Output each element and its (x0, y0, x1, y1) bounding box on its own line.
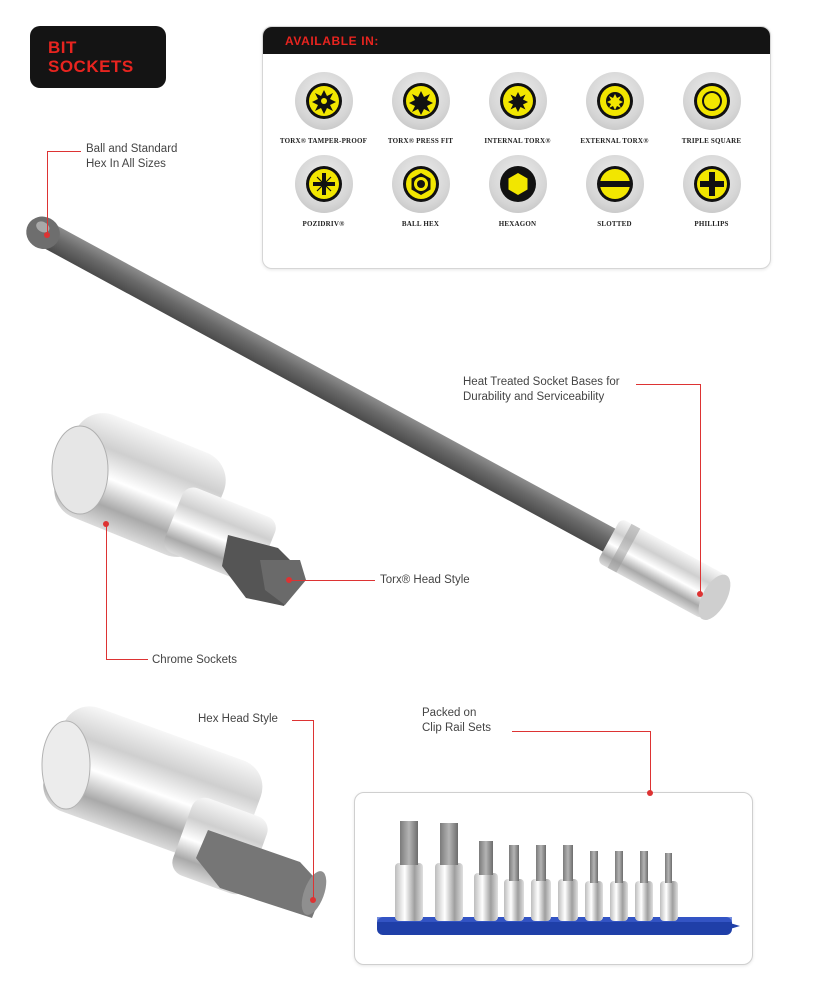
phillips-icon (682, 155, 741, 213)
tip-torx-press-fit: Torx® Press Fit (372, 72, 469, 145)
leader-dot (103, 521, 109, 527)
callout-hex-head: Hex Head Style (198, 712, 278, 727)
torx-socket (51, 413, 306, 606)
tip-label: Hexagon (498, 220, 537, 228)
tip-label: Torx® Tamper-Proof (279, 137, 368, 145)
tip-label: Phillips (694, 220, 729, 228)
tip-label: Triple Square (681, 137, 742, 145)
leader-line (512, 731, 651, 732)
callout-chrome-sockets: Chrome Sockets (152, 653, 237, 668)
bit-sockets-badge: BIT SOCKETS (30, 26, 166, 88)
slotted-icon (585, 155, 644, 213)
tip-triple-square: Triple Square (663, 72, 760, 145)
callout-ball-hex-line2: Hex In All Sizes (86, 158, 166, 170)
leader-line (47, 151, 48, 235)
clip-rail-set-box (354, 792, 753, 965)
leader-line (106, 524, 107, 660)
leader-dot (697, 591, 703, 597)
triple-square-icon (682, 72, 741, 130)
tip-torx-tamper-proof: Torx® Tamper-Proof (275, 72, 372, 145)
leader-line (313, 720, 314, 900)
callout-ball-hex: Ball and Standard Hex In All Sizes (86, 142, 177, 172)
leader-line (292, 720, 314, 721)
callout-packed-line1: Packed on (422, 707, 477, 719)
callout-torx-head-text: Torx® Head Style (380, 574, 470, 586)
tip-pozidriv: Pozidriv® (275, 155, 372, 228)
callout-torx-head: Torx® Head Style (380, 573, 470, 588)
external-torx-icon (585, 72, 644, 130)
leader-line (636, 384, 701, 385)
tip-external-torx: External Torx® (566, 72, 663, 145)
clip-rail-illustration (377, 821, 740, 935)
leader-line (106, 659, 148, 660)
tip-phillips: Phillips (663, 155, 760, 228)
leader-line (290, 580, 375, 581)
badge-line-1: BIT (48, 38, 77, 57)
tip-label: Ball Hex (401, 220, 440, 228)
tip-label: Slotted (597, 220, 632, 228)
callout-heat-line1: Heat Treated Socket Bases for (463, 376, 620, 388)
callout-heat-treated: Heat Treated Socket Bases for Durability… (463, 375, 620, 405)
tip-hexagon: Hexagon (469, 155, 566, 228)
tip-label: Torx® Press Fit (387, 137, 454, 145)
ball-hex-icon (391, 155, 450, 213)
tip-label: Internal Torx® (484, 137, 551, 145)
torx-press-fit-icon (391, 72, 450, 130)
pozidriv-icon (294, 155, 353, 213)
tip-label: Pozidriv® (302, 220, 345, 228)
leader-line (650, 731, 651, 793)
tip-label: External Torx® (580, 137, 649, 145)
callout-ball-hex-line1: Ball and Standard (86, 143, 178, 155)
badge-line-2: SOCKETS (48, 57, 134, 76)
callout-hex-head-text: Hex Head Style (198, 713, 278, 725)
leader-line (47, 151, 81, 152)
leader-dot (647, 790, 653, 796)
tip-slotted: Slotted (566, 155, 663, 228)
callout-chrome-text: Chrome Sockets (152, 654, 238, 666)
hex-socket (41, 706, 327, 918)
tip-ball-hex: Ball Hex (372, 155, 469, 228)
callout-packed-line2: Clip Rail Sets (422, 722, 492, 734)
leader-dot (44, 232, 50, 238)
rail-sockets (395, 821, 678, 921)
available-in-title: AVAILABLE IN: (263, 27, 770, 54)
internal-torx-icon (488, 72, 547, 130)
leader-line (700, 384, 701, 594)
leader-dot (286, 577, 292, 583)
tip-styles-grid: Torx® Tamper-Proof Torx® Press Fit Inter… (263, 54, 770, 228)
leader-dot (310, 897, 316, 903)
hexagon-icon (488, 155, 547, 213)
callout-clip-rail: Packed on Clip Rail Sets (422, 706, 491, 736)
tip-internal-torx: Internal Torx® (469, 72, 566, 145)
callout-heat-line2: Durability and Serviceability (463, 391, 605, 403)
available-in-panel: AVAILABLE IN: Torx® Tamper-Proof Torx® P… (262, 26, 771, 269)
torx-tamper-proof-icon (294, 72, 353, 130)
